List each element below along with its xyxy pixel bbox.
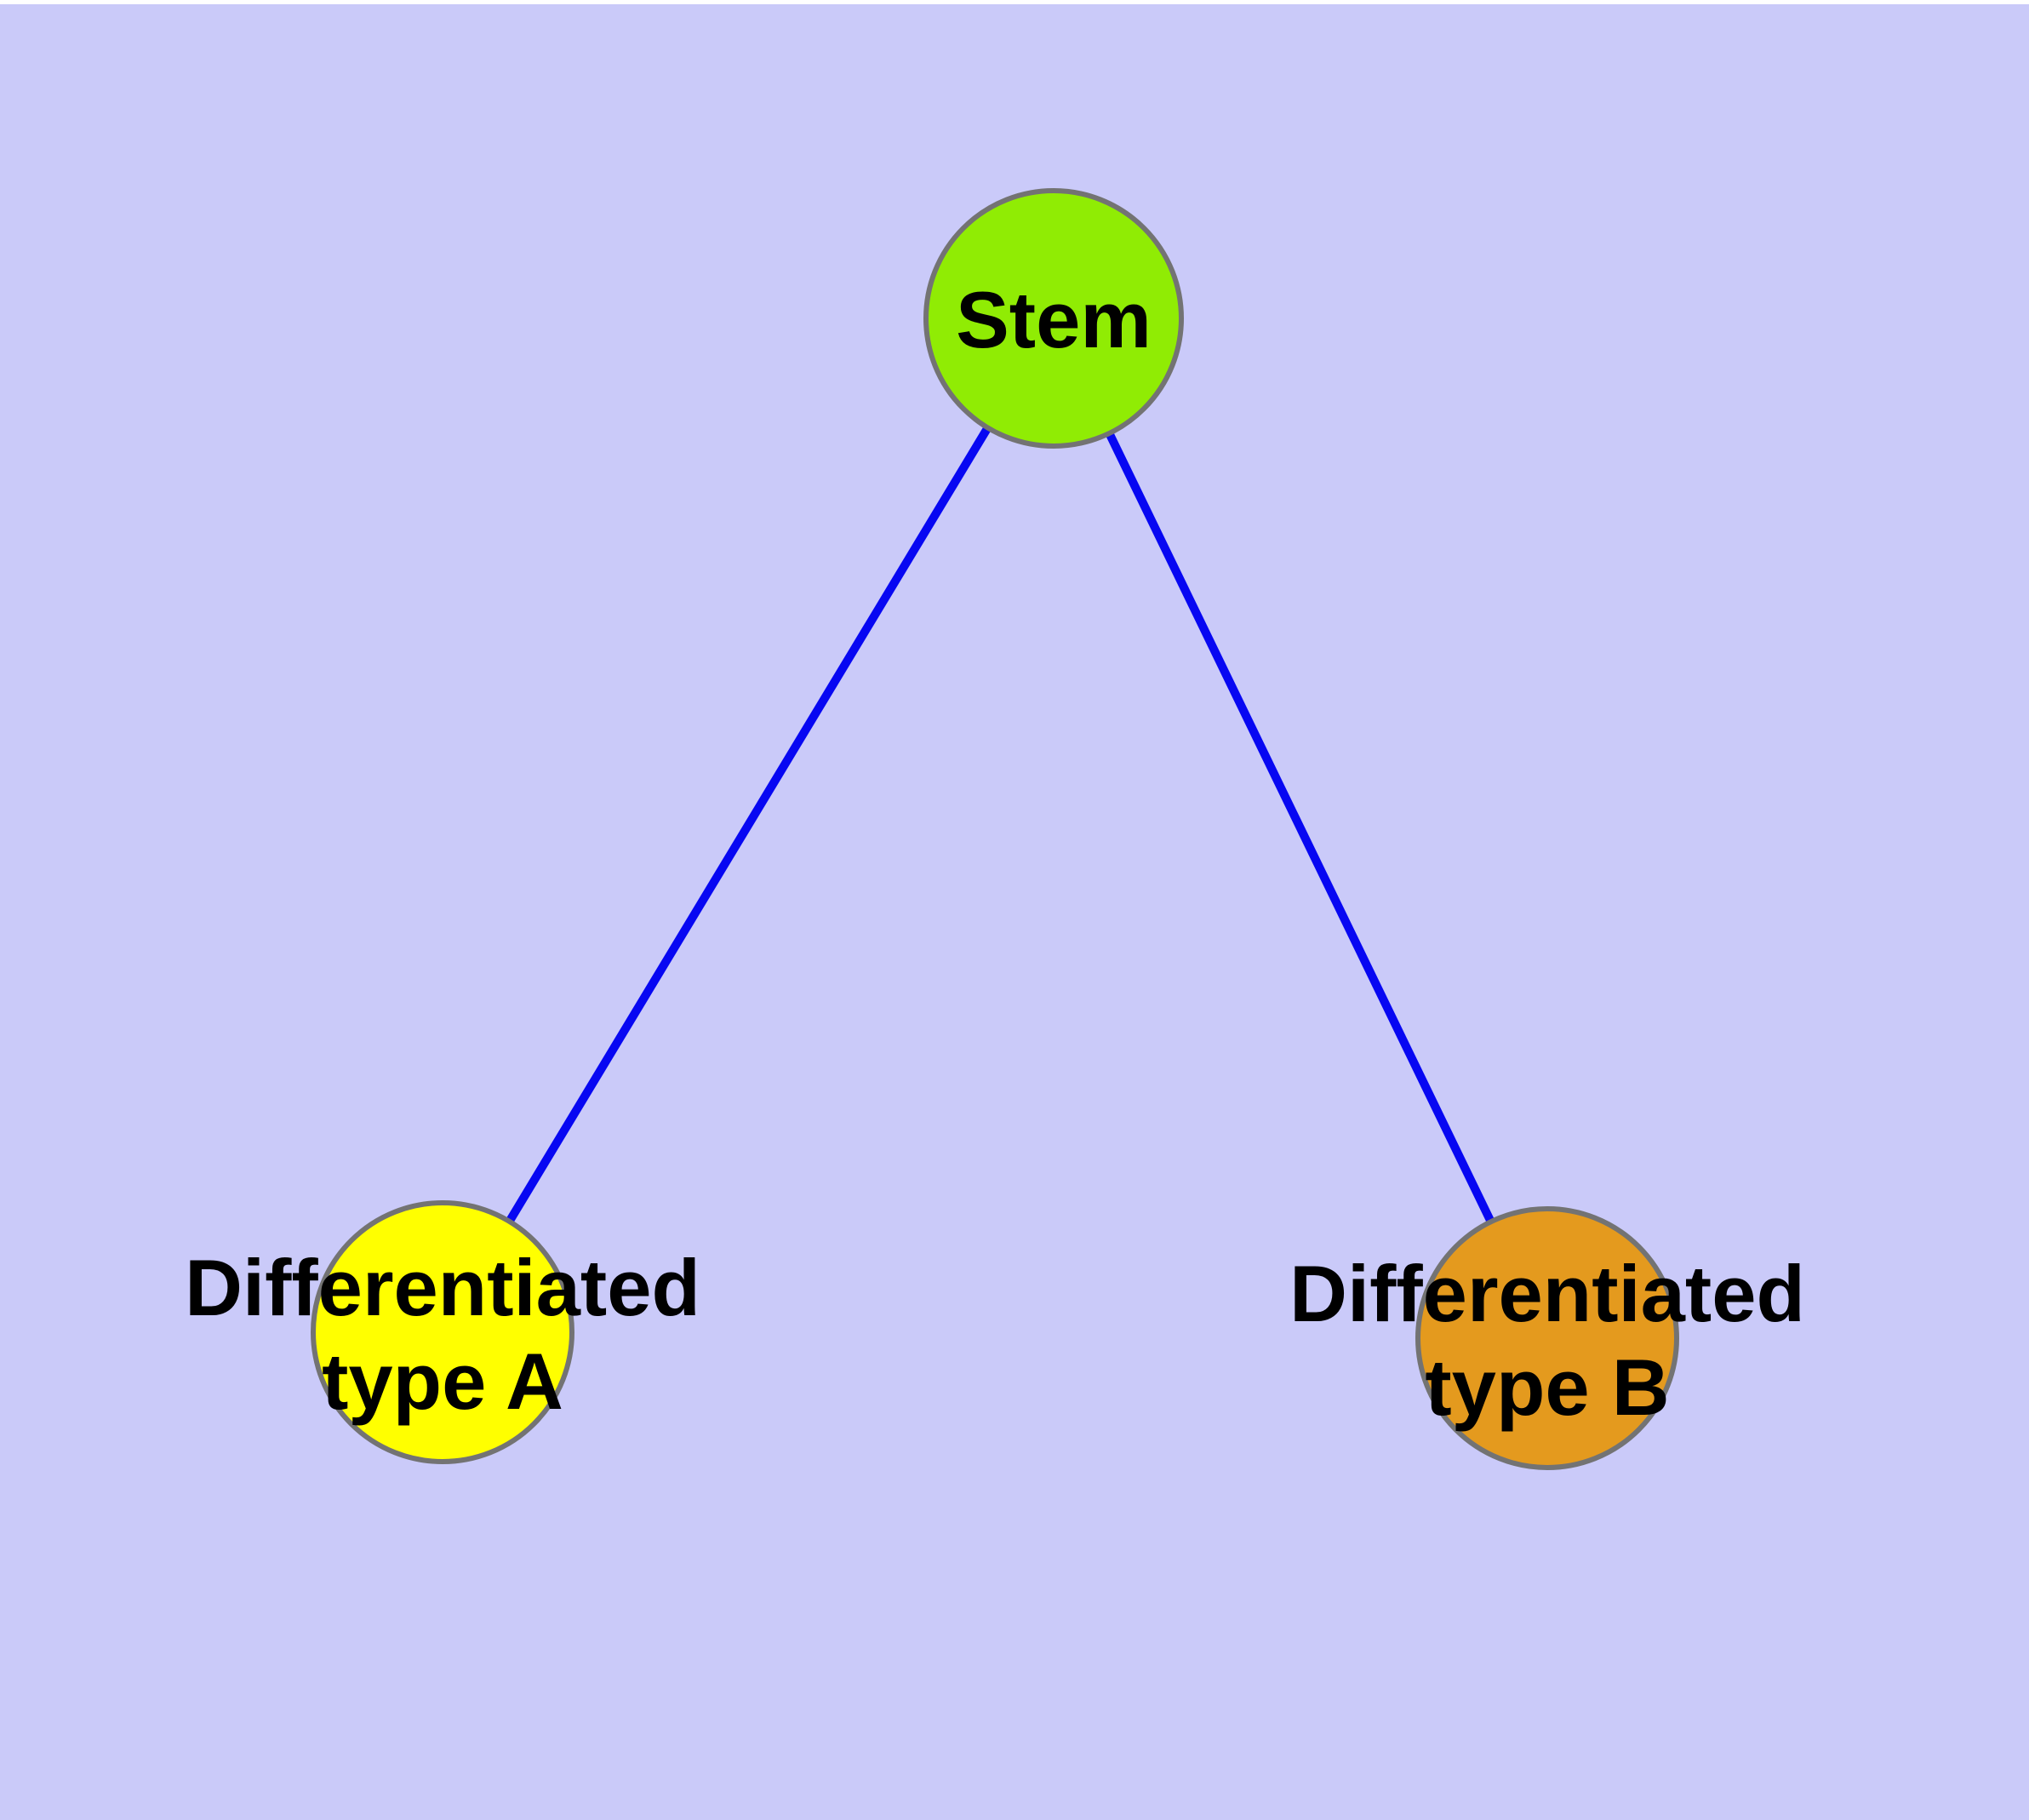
node-differentiated-type-b — [1415, 1206, 1679, 1470]
node-stem-label: Stem — [956, 275, 1152, 364]
edge-stem-to-type-a — [438, 316, 1058, 1335]
node-type-b-label-line1: Differentiated — [1289, 1249, 1805, 1338]
node-type-b-label-line2: type B — [1425, 1342, 1669, 1432]
node-stem — [923, 188, 1184, 449]
node-type-a-label-line2: type A — [322, 1336, 563, 1426]
node-differentiated-type-a — [311, 1200, 574, 1464]
edge-stem-to-type-b — [1049, 316, 1552, 1341]
node-type-a-label-line1: Differentiated — [185, 1243, 700, 1332]
